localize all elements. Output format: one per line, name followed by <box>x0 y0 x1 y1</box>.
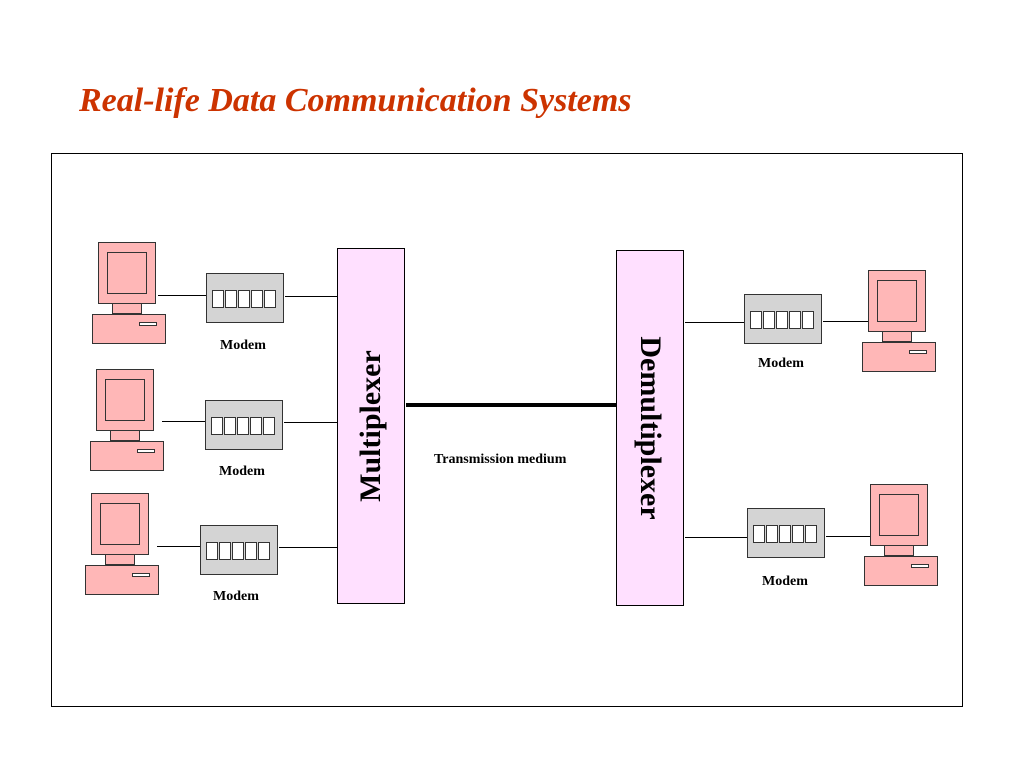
wire-modem-mux-2 <box>284 422 337 423</box>
demultiplexer-box: Demultiplexer <box>616 250 684 606</box>
computer-icon <box>862 270 938 372</box>
wire-computer-modem-1 <box>158 295 206 296</box>
computer-icon <box>864 484 940 586</box>
wire-computer-modem-2 <box>162 421 205 422</box>
wire-modem-computer-4 <box>823 321 868 322</box>
modem-label: Modem <box>213 589 259 604</box>
computer-icon <box>90 369 166 471</box>
multiplexer-box: Multiplexer <box>337 248 405 604</box>
modem-icon <box>206 273 284 323</box>
modem-icon <box>200 525 278 575</box>
slide-title: Real-life Data Communication Systems <box>79 82 632 119</box>
transmission-medium-line <box>406 403 616 407</box>
modem-label: Modem <box>758 356 804 371</box>
wire-modem-computer-5 <box>826 536 872 537</box>
modem-label: Modem <box>762 574 808 589</box>
modem-icon <box>205 400 283 450</box>
wire-modem-mux-1 <box>285 296 337 297</box>
wire-demux-modem-1 <box>685 322 744 323</box>
computer-icon <box>85 493 161 595</box>
wire-demux-modem-2 <box>685 537 747 538</box>
modem-label: Modem <box>219 464 265 479</box>
modem-icon <box>747 508 825 558</box>
wire-computer-modem-3 <box>157 546 200 547</box>
multiplexer-label: Multiplexer <box>354 350 387 502</box>
demultiplexer-label: Demultiplexer <box>634 336 667 520</box>
wire-modem-mux-3 <box>279 547 337 548</box>
transmission-medium-label: Transmission medium <box>434 452 567 467</box>
diagram-frame <box>51 153 963 707</box>
computer-icon <box>92 242 168 344</box>
modem-label: Modem <box>220 338 266 353</box>
modem-icon <box>744 294 822 344</box>
